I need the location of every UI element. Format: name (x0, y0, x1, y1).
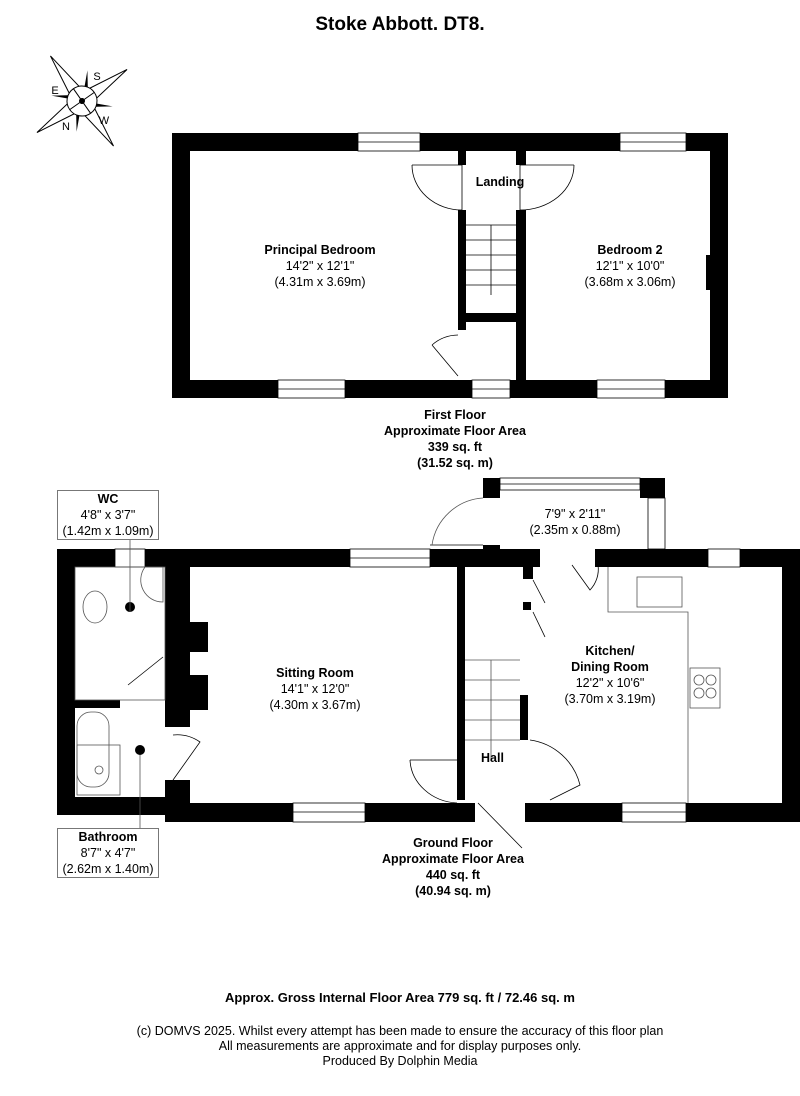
room-name: Bedroom 2 (597, 243, 663, 257)
footer-disclaimer: (c) DOMVS 2025. Whilst every attempt has… (0, 1024, 800, 1069)
room-dims-metric: (3.68m x 3.06m) (584, 275, 676, 289)
room-dims-imperial: 8'7" x 4'7" (80, 846, 136, 860)
room-dims-metric: (1.42m x 1.09m) (62, 524, 154, 538)
room-name: Kitchen/ (585, 644, 635, 658)
compass-w: W (99, 115, 110, 127)
compass-e: E (51, 85, 58, 97)
floor-name: First Floor (424, 408, 486, 422)
room-name-2: Dining Room (571, 660, 649, 674)
ground-floor-walls (57, 478, 800, 822)
plan-title: Stoke Abbott. DT8. (315, 14, 485, 35)
room-name: Bathroom (78, 830, 138, 844)
room-dims-imperial: 7'9" x 2'11" (544, 507, 606, 521)
ground-floor-legend: Ground Floor Approximate Floor Area 440 … (338, 835, 568, 899)
floor-area-sqm: (31.52 sq. m) (417, 456, 493, 470)
floor-area-label: Approximate Floor Area (382, 852, 524, 866)
floor-area-label: Approximate Floor Area (384, 424, 526, 438)
room-dims-metric: (4.31m x 3.69m) (274, 275, 366, 289)
room-name: Sitting Room (276, 666, 354, 680)
footer-line-1: (c) DOMVS 2025. Whilst every attempt has… (136, 1024, 664, 1038)
room-bedroom-2: Bedroom 2 12'1" x 10'0" (3.68m x 3.06m) (555, 242, 705, 290)
room-dims-imperial: 14'2" x 12'1" (285, 259, 355, 273)
floor-area-sqft: 440 sq. ft (425, 868, 481, 882)
room-sitting-room: Sitting Room 14'1" x 12'0" (4.30m x 3.67… (240, 665, 390, 713)
room-hall: Hall (481, 751, 504, 765)
footer-line-3: Produced By Dolphin Media (322, 1054, 478, 1068)
footer-line-2: All measurements are approximate and for… (218, 1039, 582, 1053)
room-wc: WC 4'8" x 3'7" (1.42m x 1.09m) (57, 490, 159, 540)
ground-floor-fixtures (74, 497, 721, 849)
room-porch: 7'9" x 2'11" (2.35m x 0.88m) (515, 506, 635, 538)
room-name: WC (97, 492, 119, 506)
landing-and-stairs (411, 164, 575, 377)
room-dims-metric: (2.62m x 1.40m) (62, 862, 154, 876)
compass-s: S (93, 71, 100, 83)
room-dims-metric: (2.35m x 0.88m) (529, 523, 621, 537)
room-bathroom: Bathroom 8'7" x 4'7" (2.62m x 1.40m) (57, 828, 159, 878)
room-kitchen-dining: Kitchen/ Dining Room 12'2" x 10'6" (3.70… (545, 643, 675, 707)
room-name: Principal Bedroom (264, 243, 376, 257)
room-dims-metric: (3.70m x 3.19m) (564, 692, 656, 706)
compass-rose-icon (36, 55, 128, 147)
ground-floor-windows (114, 477, 741, 823)
room-dims-imperial: 14'1" x 12'0" (280, 682, 350, 696)
room-dims-imperial: 12'1" x 10'0" (595, 259, 665, 273)
room-principal-bedroom: Principal Bedroom 14'2" x 12'1" (4.31m x… (230, 242, 410, 290)
room-dims-metric: (4.30m x 3.67m) (269, 698, 361, 712)
floor-area-sqm: (40.94 sq. m) (415, 884, 491, 898)
room-dims-imperial: 4'8" x 3'7" (80, 508, 136, 522)
gross-floor-area: Approx. Gross Internal Floor Area 779 sq… (225, 990, 575, 1005)
floor-name: Ground Floor (413, 836, 493, 850)
first-floor-legend: First Floor Approximate Floor Area 339 s… (340, 407, 570, 471)
first-floor-walls (172, 133, 728, 398)
first-floor-windows (277, 132, 687, 399)
room-dims-imperial: 12'2" x 10'6" (575, 676, 645, 690)
floor-area-sqft: 339 sq. ft (427, 440, 483, 454)
room-landing: Landing (475, 175, 525, 189)
compass-n: N (62, 121, 70, 133)
